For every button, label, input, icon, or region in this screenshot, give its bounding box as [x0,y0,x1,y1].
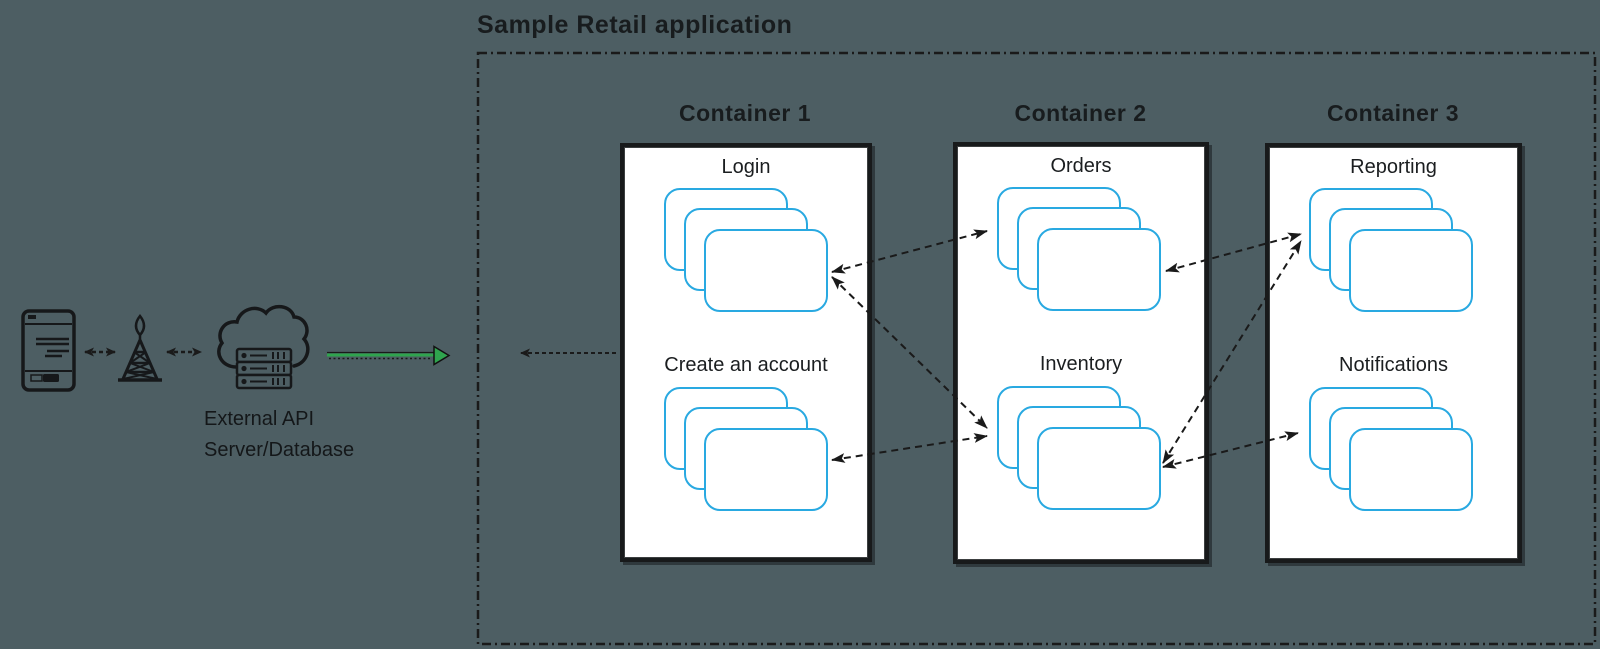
service-card [704,428,828,511]
container-1-title: Container 1 [678,100,812,126]
container-1: Login Create an account [620,143,872,562]
service-card [1349,428,1473,511]
external-api-label-line1: External API [204,408,315,430]
service-reporting-stack [1309,188,1475,314]
radio-tower-icon [118,313,162,382]
service-reporting-label: Reporting [1350,156,1437,178]
external-api-label: External API Server/Database [204,404,354,466]
container-2-title: Container 2 [1014,100,1147,126]
service-inventory-label: Inventory [1039,353,1123,375]
mobile-phone-icon [21,309,76,392]
service-login-stack [664,188,830,314]
cloud-server-icon [217,304,310,390]
container-3-title: Container 3 [1326,100,1460,126]
service-login-label: Login [721,156,771,178]
service-orders-label: Orders [1050,155,1112,177]
container-2: Orders Inventory [953,142,1209,564]
service-orders-stack [997,187,1163,313]
service-create-account-label: Create an account [664,354,828,376]
service-card [1037,427,1161,510]
service-notifications-label: Notifications [1339,354,1448,376]
diagram-title: Sample Retail application [477,11,793,39]
service-card [1037,228,1161,311]
edge-server-application [327,345,451,366]
container-3: Reporting Notifications [1265,143,1522,563]
service-card [1349,229,1473,312]
service-inventory-stack [997,386,1163,512]
external-api-label-line2: Server/Database [204,439,355,461]
service-card [704,229,828,312]
service-notifications-stack [1309,387,1475,513]
service-create-account-stack [664,387,830,513]
